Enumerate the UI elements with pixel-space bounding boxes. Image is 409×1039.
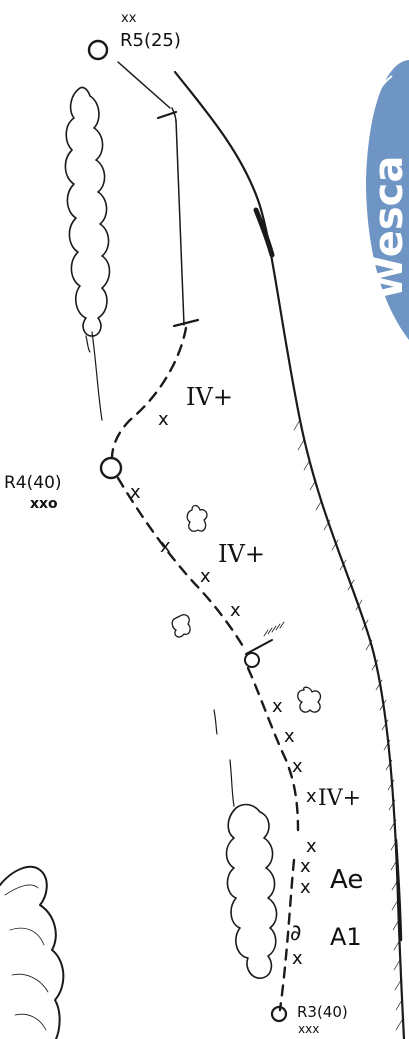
belay-r5-label: R5(25) [120, 30, 181, 51]
rock-outcrop [0, 867, 63, 1039]
belay-r4: R4(40) xxo [4, 458, 121, 512]
svg-text:x: x [284, 726, 295, 747]
svg-text:x: x [160, 536, 171, 557]
svg-text:x: x [300, 877, 311, 898]
upper-vegetation [65, 87, 109, 420]
svg-text:x: x [292, 948, 303, 969]
belay-r5: xx R5(25) [89, 11, 181, 59]
grade-labels: IV+ IV+ IV+ Ae A1 [186, 383, 363, 951]
logo-badge: Wesca [366, 60, 409, 340]
protection-marks: x x x x x x x x x x x x x ∂ [130, 409, 317, 969]
grade-lower: IV+ [318, 786, 361, 811]
svg-text:x: x [306, 786, 317, 807]
svg-text:Wesca: Wesca [366, 156, 409, 300]
lower-vegetation [214, 710, 277, 978]
svg-text:x: x [300, 856, 311, 877]
piton-anchor [245, 622, 284, 667]
belay-r5-marks: xx [121, 11, 137, 26]
grade-middle: IV+ [218, 540, 265, 568]
svg-text:∂: ∂ [290, 921, 301, 946]
grade-aid-a1: A1 [330, 923, 362, 951]
svg-text:x: x [130, 482, 141, 503]
upper-pitch-line [118, 62, 198, 326]
svg-text:x: x [200, 566, 211, 587]
belay-r4-marks: xxo [30, 496, 58, 512]
svg-text:x: x [230, 600, 241, 621]
belay-r4-label: R4(40) [4, 473, 62, 493]
belay-r3-label: R3(40) [297, 1003, 348, 1021]
svg-text:x: x [292, 756, 303, 777]
belay-r3: R3(40) xxx [272, 1003, 348, 1036]
route-line [112, 328, 298, 1010]
small-bushes [172, 506, 320, 713]
belay-r3-marks: xxx [298, 1022, 319, 1036]
grade-upper: IV+ [186, 383, 233, 411]
svg-text:x: x [306, 836, 317, 857]
svg-text:x: x [158, 409, 169, 430]
grade-aid-ae: Ae [330, 865, 363, 895]
logo-lettering: Wesca [366, 156, 409, 300]
svg-text:x: x [272, 696, 283, 717]
